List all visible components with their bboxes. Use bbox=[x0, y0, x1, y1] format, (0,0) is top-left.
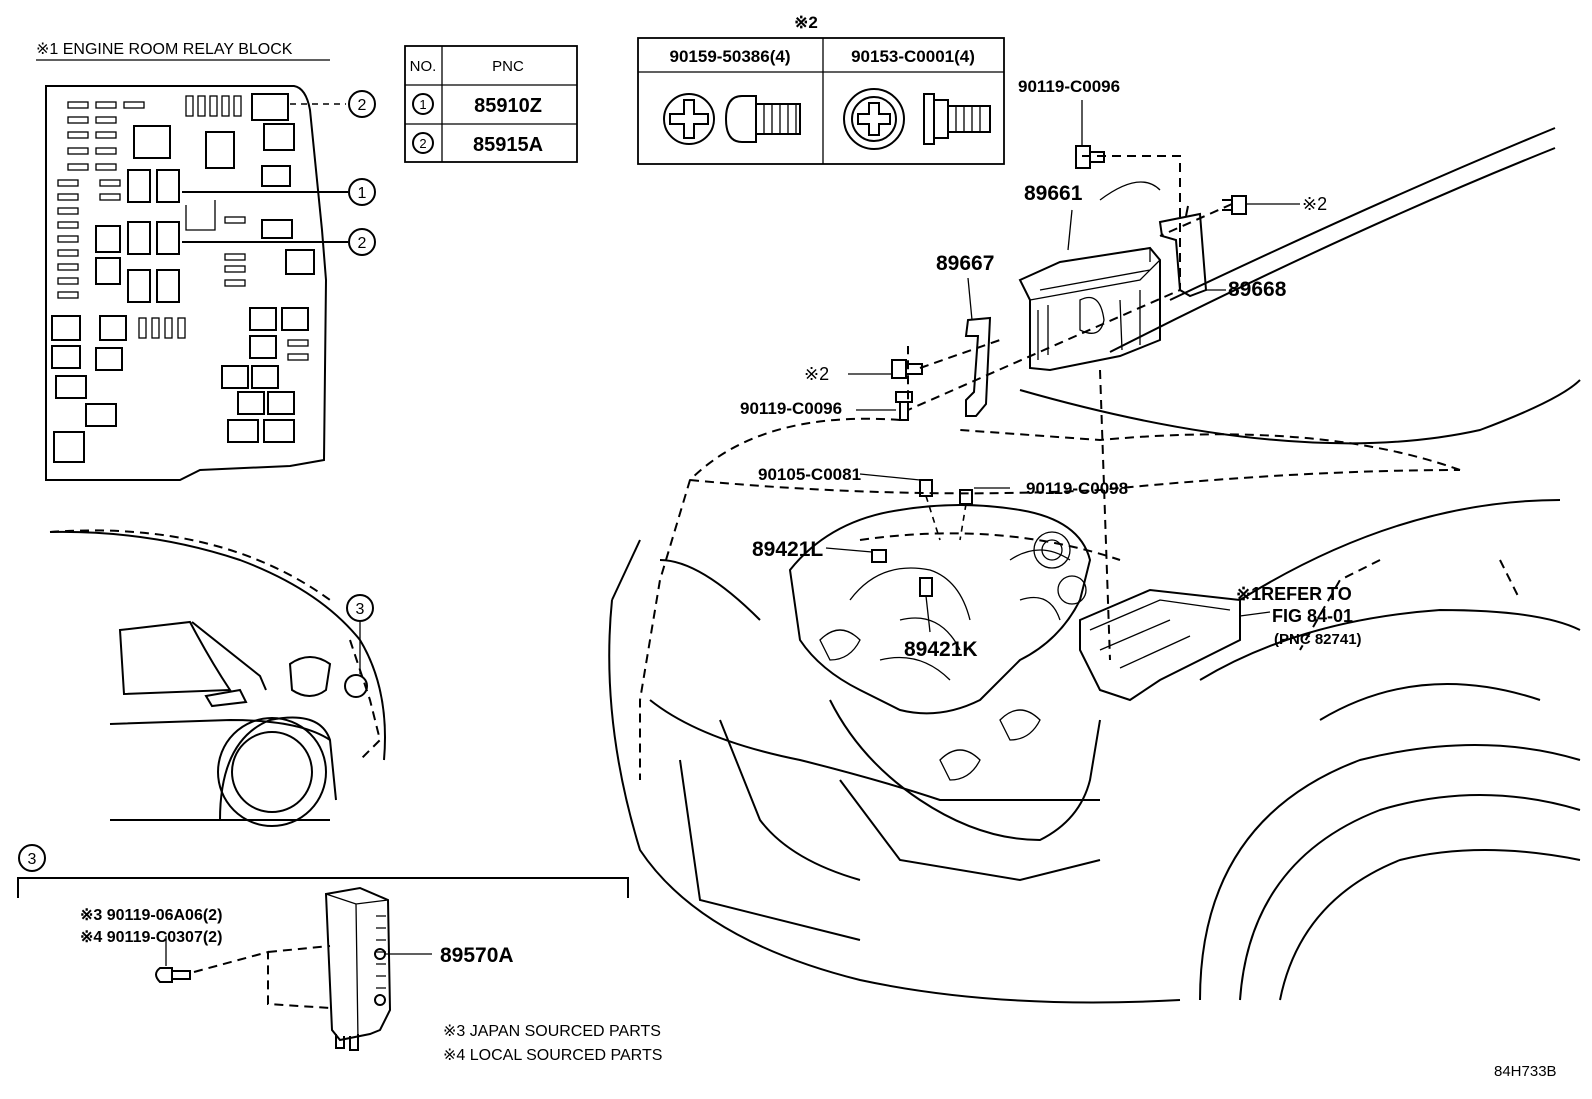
svg-text:3: 3 bbox=[28, 851, 37, 868]
relay-block-title: ※1 ENGINE ROOM RELAY BLOCK bbox=[36, 41, 293, 58]
module-89570A bbox=[324, 886, 392, 1051]
fastener-col-2: 90153-C0001(4) bbox=[851, 47, 975, 66]
label-89661: 89661 bbox=[1024, 182, 1083, 205]
label-89421L: 89421L bbox=[752, 538, 823, 561]
label-90105-c0081: 90105-C0081 bbox=[758, 465, 861, 484]
screw-top-icon bbox=[1075, 145, 1105, 169]
screw-right-icon bbox=[1222, 195, 1247, 215]
pnc-col-no: NO. bbox=[410, 58, 437, 75]
sensor-89421L-icon bbox=[871, 549, 887, 563]
svg-text:2: 2 bbox=[358, 235, 367, 252]
svg-text:1: 1 bbox=[358, 185, 367, 202]
label-89667: 89667 bbox=[936, 252, 994, 275]
label-note2-right: ※2 bbox=[1302, 194, 1327, 214]
rear-callout-3: 3 bbox=[346, 594, 374, 622]
ecu-assembly bbox=[848, 100, 1581, 661]
label-89570A: 89570A bbox=[440, 944, 514, 967]
label-90119-c0098: 90119-C0098 bbox=[1026, 479, 1128, 498]
label-bolt-b: ※4 90119-C0307(2) bbox=[80, 929, 222, 946]
sensor-89421K-icon bbox=[919, 577, 933, 597]
pnc-col-pnc: PNC bbox=[492, 58, 524, 75]
svg-text:3: 3 bbox=[356, 601, 365, 618]
relay-block-section: ※1 ENGINE ROOM RELAY BLOCK bbox=[36, 41, 376, 481]
fastener-col-1: 90159-50386(4) bbox=[670, 47, 791, 66]
screw-left-lower-icon bbox=[895, 391, 913, 421]
flange-bolt-side-icon bbox=[923, 93, 991, 145]
screw-head-icon bbox=[663, 93, 715, 145]
fastener-table: ※2 90159-50386(4) 90153-C0001(4) bbox=[637, 13, 1005, 165]
rear-view-illustration: 3 bbox=[49, 529, 386, 827]
figure-code: 84H733B bbox=[1494, 1063, 1557, 1080]
relay-block-relays bbox=[51, 93, 315, 463]
pnc-row1-pnc: 85910Z bbox=[474, 95, 542, 117]
pnc-table: NO. PNC 1 85910Z 2 85915A bbox=[404, 45, 578, 163]
pnc-row2-pnc: 85915A bbox=[473, 134, 543, 156]
label-89668: 89668 bbox=[1228, 278, 1287, 301]
screw-side-icon bbox=[724, 95, 801, 143]
label-note2-left: ※2 bbox=[804, 364, 829, 384]
relay-callout-2-bottom: 2 bbox=[348, 228, 376, 256]
label-89421K: 89421K bbox=[904, 638, 978, 661]
pnc-row1-no: 1 bbox=[419, 97, 426, 112]
vehicle-front-illustration bbox=[608, 417, 1581, 1004]
label-refer-line2: FIG 84-01 bbox=[1272, 606, 1353, 626]
svg-text:2: 2 bbox=[358, 97, 367, 114]
relay-block-fuses bbox=[57, 95, 309, 361]
label-bolt-a: ※3 90119-06A06(2) bbox=[80, 907, 222, 924]
label-refer-line1: ※1REFER TO bbox=[1236, 584, 1352, 604]
relay-callout-2-top: 2 bbox=[348, 90, 376, 118]
detail-3-section: 3 bbox=[17, 844, 629, 1051]
relay-callout-1: 1 bbox=[348, 178, 376, 206]
flange-bolt-head-icon bbox=[843, 88, 905, 150]
legend-japan: ※3 JAPAN SOURCED PARTS bbox=[443, 1023, 661, 1040]
legend-local: ※4 LOCAL SOURCED PARTS bbox=[443, 1047, 662, 1064]
fastener-note: ※2 bbox=[794, 13, 818, 32]
pnc-row2-no: 2 bbox=[419, 136, 426, 151]
detail-callout-3: 3 bbox=[18, 844, 46, 872]
label-90119-c0096-left: 90119-C0096 bbox=[740, 399, 842, 418]
screw-left-upper-icon bbox=[891, 359, 923, 379]
label-refer-line3: (PNC 82741) bbox=[1274, 631, 1362, 648]
detail-bolt-icon bbox=[155, 967, 191, 983]
relay-block-outline bbox=[45, 85, 328, 481]
label-90119-c0096-top: 90119-C0096 bbox=[1018, 77, 1120, 96]
